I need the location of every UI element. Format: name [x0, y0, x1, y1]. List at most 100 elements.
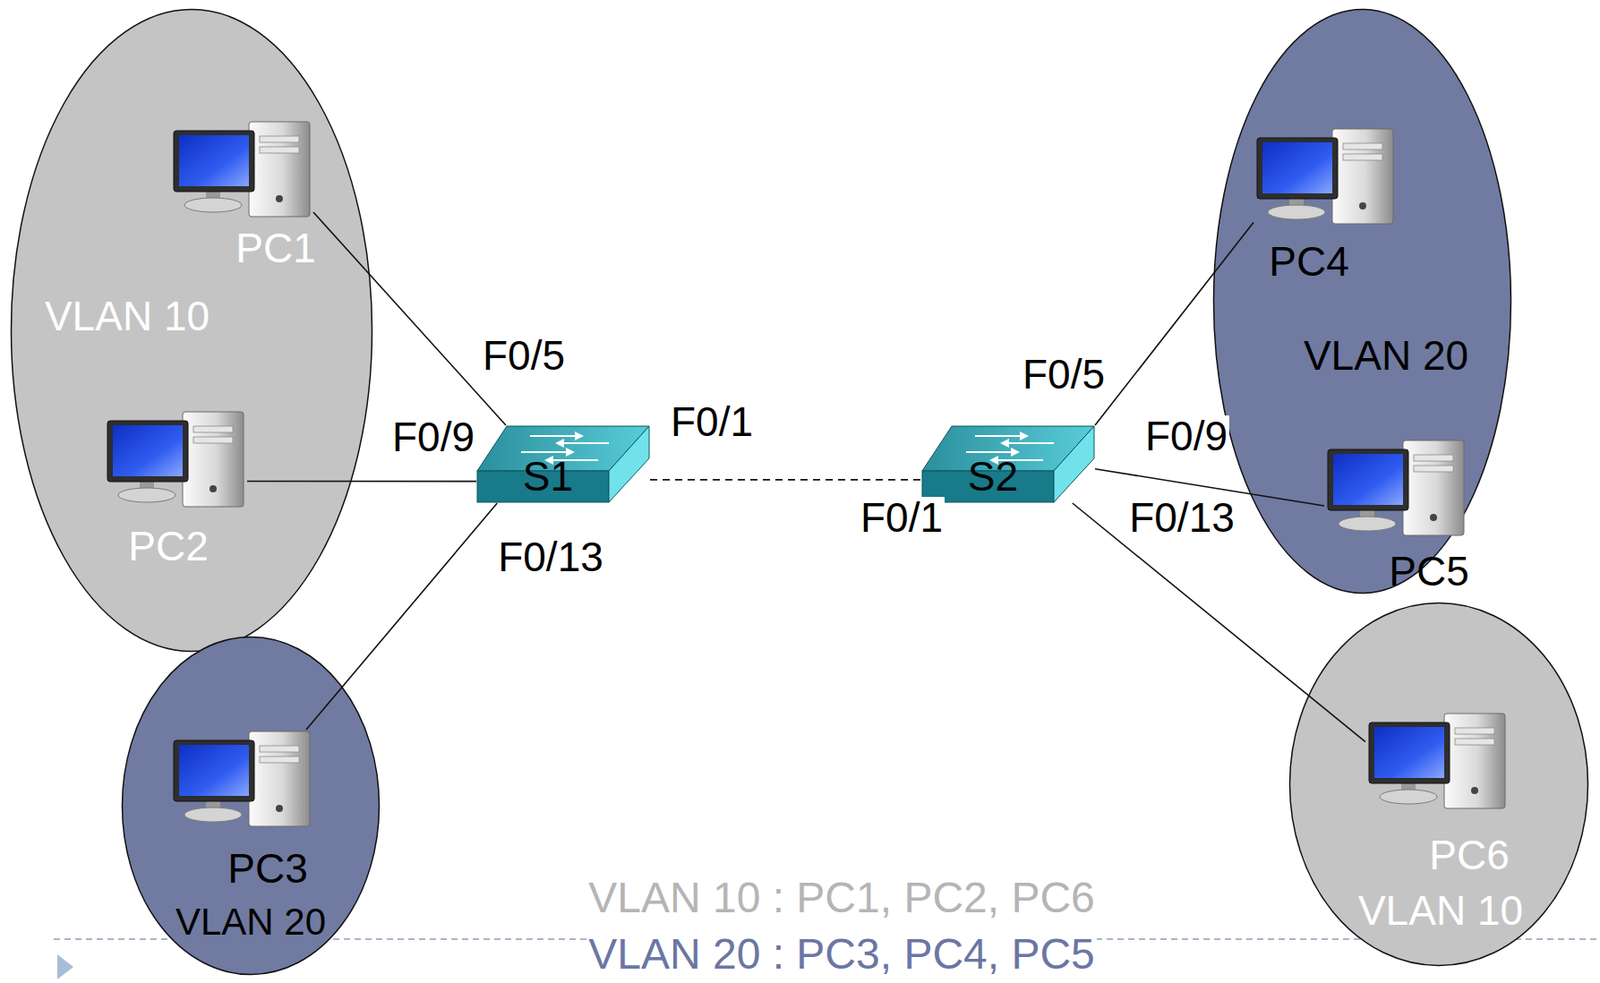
switch-arrow: [521, 451, 574, 454]
node-shape: [170, 119, 314, 221]
port-label: F0/13: [1127, 496, 1237, 539]
vlan-region: PC3VLAN 20: [120, 635, 381, 976]
port-label: F0/5: [480, 334, 567, 377]
access-link: [1095, 469, 1325, 506]
drive-bay: [193, 426, 233, 433]
access-link: [313, 212, 506, 426]
pc-computer: PC1: [170, 119, 314, 221]
monitor-frame: [173, 740, 255, 802]
power-button: [275, 804, 283, 813]
vlan-region: PC4PC5 VLAN 20: [1212, 8, 1513, 595]
power-button: [1359, 202, 1367, 210]
port-label: F0/9: [1143, 415, 1230, 457]
access-link: [306, 503, 497, 730]
pc-tower: [182, 411, 244, 507]
monitor-screen: [179, 744, 249, 796]
vlan-membership-note: VLAN 10 : PC1, PC2, PC6: [586, 876, 1097, 920]
pc-computer: PC6: [1365, 711, 1509, 813]
access-link: [1095, 222, 1254, 426]
power-button: [1471, 787, 1479, 795]
switch-arrow: [556, 442, 609, 445]
monitor-base: [184, 807, 242, 822]
port-label: F0/1: [858, 496, 945, 539]
region-outline: [1214, 9, 1512, 594]
monitor-base: [118, 487, 176, 503]
pc-computer: PC4: [1253, 127, 1397, 228]
pc-label: PC2: [128, 525, 208, 567]
port-label: F0/13: [496, 536, 606, 578]
monitor-screen: [179, 135, 249, 187]
vlan-region: PC6VLAN 10: [1288, 601, 1590, 967]
pc-computer: PC5: [1324, 438, 1468, 540]
node-shape: [1365, 711, 1509, 813]
pc-label: PC4: [1268, 240, 1349, 283]
monitor-frame: [173, 130, 255, 192]
monitor-frame: [1327, 449, 1409, 511]
port-label: F0/9: [390, 416, 477, 458]
drive-bay: [1454, 727, 1495, 735]
vlan-membership-note: VLAN 20 : PC3, PC4, PC5: [586, 932, 1097, 976]
pc-icon: [173, 121, 310, 217]
vlan-label: VLAN 10: [44, 295, 210, 337]
drive-bay: [193, 436, 233, 444]
vlan-label: VLAN 20: [175, 903, 326, 942]
pc-icon: [1368, 713, 1506, 809]
monitor-base: [184, 197, 242, 213]
switch-label: S2: [967, 455, 1019, 497]
vlan-label: VLAN 10: [1358, 889, 1523, 932]
drive-bay: [1343, 154, 1383, 161]
monitor-frame: [107, 420, 189, 482]
monitor-base: [1379, 789, 1438, 805]
pc-icon: [107, 411, 244, 507]
pc-label: PC5: [1388, 550, 1469, 592]
region-outline: [122, 637, 380, 976]
pc-tower: [1403, 440, 1464, 536]
pc-label: PC1: [235, 227, 316, 269]
vlan-region: PC1PC2 VLAN 10: [9, 8, 374, 653]
power-button: [1429, 513, 1438, 522]
network-switch: S1: [476, 425, 651, 504]
port-label: F0/5: [1020, 353, 1107, 395]
node-shape: [103, 410, 248, 511]
monitor-screen: [1333, 453, 1404, 505]
pc-tower: [1444, 713, 1506, 809]
pc-computer: PC2: [103, 410, 248, 511]
switch-arrow: [1001, 442, 1054, 445]
drive-bay: [1454, 738, 1495, 745]
drive-bay: [1413, 454, 1454, 462]
region-outline: [11, 9, 373, 652]
drive-bay: [1413, 465, 1454, 472]
region-outline: [1290, 603, 1589, 967]
switch-arrow: [975, 435, 1027, 437]
pc-tower: [248, 121, 310, 217]
network-switch: S2: [921, 425, 1096, 504]
access-link: [247, 480, 477, 483]
pc-icon: [1257, 128, 1394, 224]
switch-label: S1: [522, 455, 574, 497]
monitor-frame: [1257, 137, 1338, 199]
drive-bay: [1343, 143, 1383, 150]
trunk-link: [650, 479, 922, 481]
switch-arrow: [966, 451, 1019, 454]
drive-bay: [259, 756, 300, 763]
pc-label: PC3: [227, 847, 308, 890]
pc-tower: [1332, 128, 1394, 224]
switch-icon: [477, 426, 650, 503]
monitor-base: [1338, 516, 1396, 531]
switch-side: [608, 426, 650, 503]
power-button: [275, 195, 283, 203]
monitor-screen: [1374, 727, 1445, 779]
switch-arrow: [530, 435, 582, 437]
node-shape: [1253, 127, 1397, 228]
node-shape: [170, 729, 314, 830]
slide-marker: [57, 954, 74, 980]
vlan-label: VLAN 20: [1303, 334, 1469, 377]
pc-icon: [1327, 440, 1464, 536]
pc-icon: [173, 731, 310, 827]
pc-computer: PC3: [170, 729, 314, 830]
drive-bay: [259, 136, 300, 143]
switch-side: [1053, 426, 1095, 503]
monitor-screen: [1262, 142, 1333, 194]
drive-bay: [259, 146, 300, 154]
node-shape: [1324, 438, 1468, 540]
